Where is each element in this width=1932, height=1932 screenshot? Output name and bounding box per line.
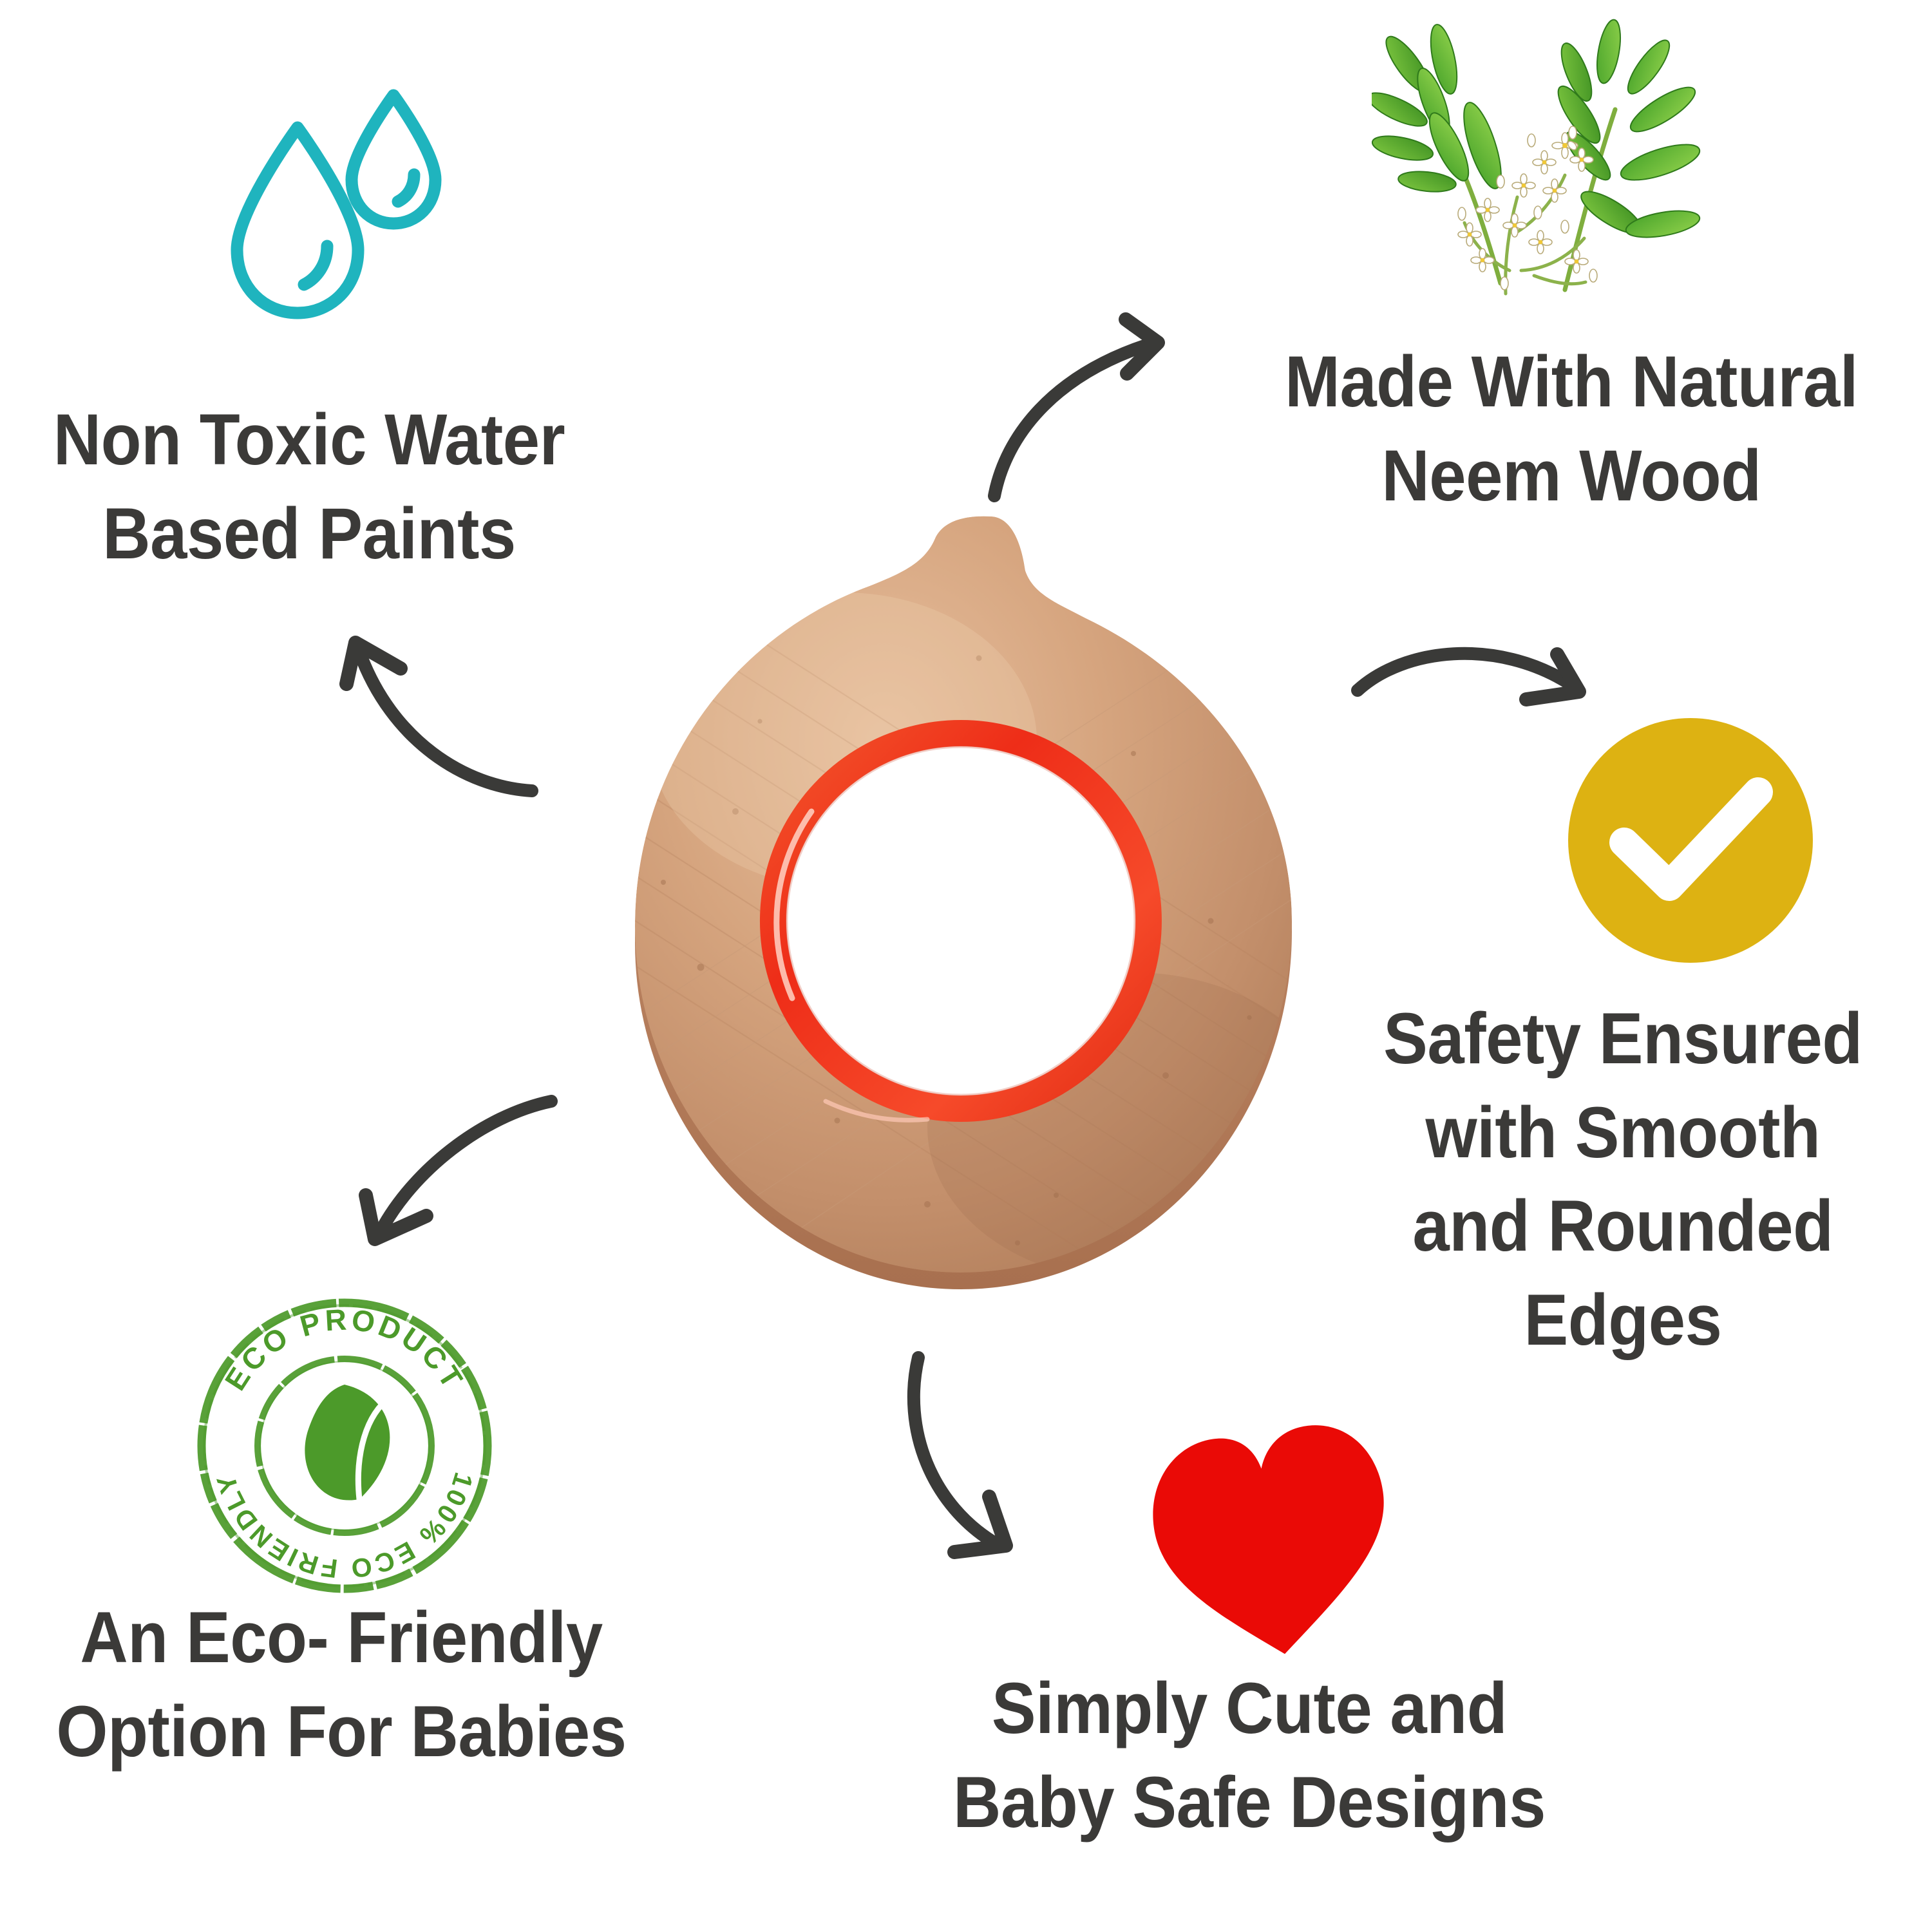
eco-stamp-icon: ECO PRODUCT 100% ECO FRIENDLY <box>193 1294 496 1597</box>
feature-label-non-toxic-paints: Non Toxic Water Based Paints <box>53 399 565 574</box>
feature-label-neem-wood: Made With Natural Neem Wood <box>1284 341 1859 516</box>
leaf-icon <box>305 1385 390 1502</box>
neem-plant-icon <box>1367 13 1707 316</box>
feature-label-cute-designs: Simply Cute and Baby Safe Designs <box>953 1668 1546 1842</box>
arrow-to-check-icon <box>1351 647 1586 706</box>
eco-stamp-top-text: ECO PRODUCT <box>218 1302 471 1396</box>
arrow-to-neem-icon <box>988 312 1165 502</box>
check-badge-icon <box>1565 715 1816 966</box>
arrow-to-water-icon <box>339 636 538 797</box>
heart-icon <box>1133 1404 1404 1674</box>
water-drop-icon <box>213 84 483 328</box>
feature-label-eco-friendly: An Eco- Friendly Option For Babies <box>56 1597 627 1772</box>
feature-label-safety-edges: Safety Ensured with Smooth and Rounded E… <box>1383 998 1862 1360</box>
arrow-to-heart-icon <box>907 1351 1013 1559</box>
wooden-ring-teether <box>567 509 1359 1333</box>
